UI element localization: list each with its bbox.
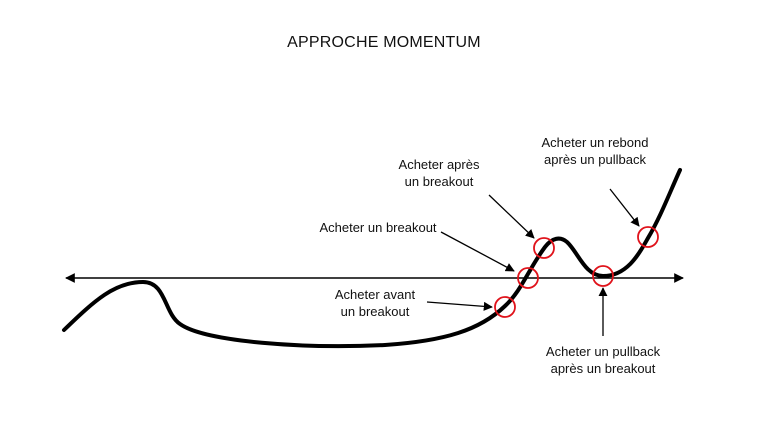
label-rebound-after-pullback: Acheter un rebond après un pullback xyxy=(541,135,649,167)
arrow-breakout xyxy=(440,231,515,272)
label-pullback-after-breakout: Acheter un pullback après un breakout xyxy=(545,344,661,376)
arrow-before-breakout xyxy=(426,301,493,311)
marker-before-breakout xyxy=(494,296,516,318)
marker-breakout xyxy=(517,267,539,289)
arrow-rebound xyxy=(609,188,640,227)
diagram-title: APPROCHE MOMENTUM xyxy=(287,34,481,51)
label-buy-breakout: Acheter un breakout xyxy=(319,220,437,235)
label-before-breakout: Acheter avant un breakout xyxy=(334,287,416,319)
marker-rebound xyxy=(637,226,659,248)
arrow-after-breakout xyxy=(488,194,535,239)
price-curve xyxy=(62,168,682,349)
marker-pullback xyxy=(592,265,614,287)
marker-after-breakout xyxy=(533,237,555,259)
label-after-breakout: Acheter après un breakout xyxy=(398,157,480,189)
